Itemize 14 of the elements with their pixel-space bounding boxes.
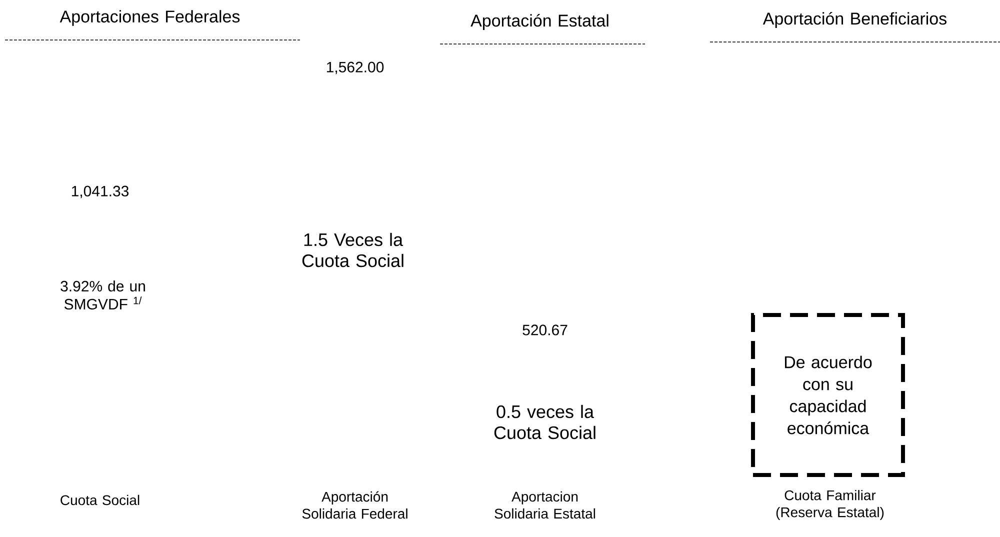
column-heading: Aportación Beneficiarios — [710, 12, 1000, 42]
category-label: Aportación Solidaria Federal — [302, 491, 408, 519]
category-label: Cuota Social — [60, 494, 140, 506]
column-heading: Aportaciones Federales — [4, 10, 300, 40]
column-heading: Aportación Estatal — [440, 14, 646, 44]
multiplier-label: 0.5 veces la Cuota Social — [494, 404, 596, 440]
value-label: 520.67 — [522, 324, 568, 336]
value-label: 1,041.33 — [72, 186, 129, 198]
category-label: Cuota Familiar (Reserva Estatal) — [776, 490, 884, 520]
value-label: 1,562.00 — [326, 62, 384, 74]
dashed-box: De acuerdo con su capacidad económica — [751, 313, 905, 477]
multiplier-label: 1.5 Veces la Cuota Social — [302, 232, 404, 268]
note-label: 3.92% de un SMGVDF $^{1/}$ — [60, 280, 145, 310]
category-label: Aportacion Solidaria Estatal — [494, 491, 596, 519]
